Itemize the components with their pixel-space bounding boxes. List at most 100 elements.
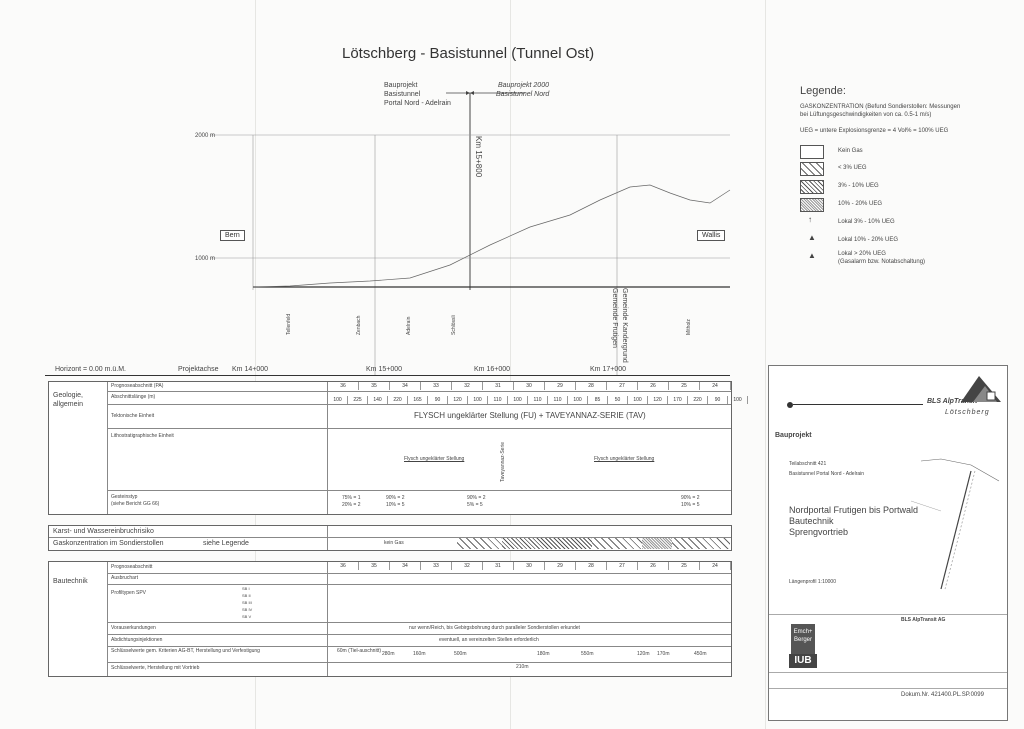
litho-value: Taveyannaz-Serie [500, 441, 506, 482]
bern-direction: Bern [220, 230, 245, 241]
row-label: Schlüsselwerte gem. Kriterien AG-BT, Her… [111, 648, 260, 654]
legend-item: Lokal 3% - 10% UEG [838, 219, 895, 225]
pa-cell: 36 [328, 562, 359, 570]
schluessel-value: 60m (Tiel-auschnitt) [337, 648, 381, 654]
fold-line [255, 0, 256, 729]
row-label: Ausbruchart [111, 575, 138, 581]
brand-name: BLS AlpTransit [927, 398, 978, 405]
schluessel-value: 120m [637, 651, 650, 657]
main-title-3: Sprengvortrieb [789, 527, 849, 537]
len-cell: 170 [668, 396, 688, 404]
overview-map [911, 458, 1000, 590]
teil-1: Teilabschnitt 421 [789, 461, 827, 467]
profiltyp: SB III [242, 600, 252, 605]
legend-item: (Gasalarm bzw. Notabschaltung) [838, 259, 926, 265]
len-cell: 110 [488, 396, 508, 404]
len-cell: 50 [608, 396, 628, 404]
legend-subtitle-2: bei Lüftungsgeschwindigkeiten von ca. 0.… [800, 112, 932, 118]
schluessel-value: 180m [537, 651, 550, 657]
vorerkundung-value: nur wenn/Reich, bis Gebirgsbohrung durch… [409, 625, 580, 631]
axis-line [45, 375, 730, 376]
brand-sub: Lötschberg [945, 409, 990, 416]
pa-cell: 30 [514, 562, 545, 570]
wallis-direction: Wallis [697, 230, 726, 241]
pa-cell: 29 [545, 382, 576, 390]
legend-item: 3% - 10% UEG [838, 183, 879, 189]
row-label: Schlüsselwerte, Herstellung mit Vortrieb [111, 665, 200, 671]
profiltyp: SB V [242, 614, 252, 619]
len-cell: 100 [728, 396, 748, 404]
geologie-title-1: Geologie, [53, 392, 83, 399]
len-cell: 220 [688, 396, 708, 404]
bauprojekt-label: Bauprojekt [775, 432, 812, 439]
gestein-value: 20% = 2 [342, 502, 361, 508]
gestein-value: 75% = 1 [342, 495, 361, 501]
karst-gas-table: Karst- und Wassereinbruchrisiko Gaskonze… [48, 525, 732, 551]
gestein-value: 10% = 5 [386, 502, 405, 508]
row-label: Prognoseabschnitt [111, 564, 153, 570]
row-label: Gesteinstyp [111, 494, 138, 500]
pa-cell: 36 [328, 382, 359, 390]
legend-item: Lokal > 20% UEG [838, 251, 886, 257]
len-cell: 85 [588, 396, 608, 404]
legend-ueg: UEG = untere Explosionsgrenze = 4 Vol% =… [800, 128, 949, 134]
litho-value: Flysch ungeklärter Stellung [594, 456, 655, 462]
row-label: Profiltypen SPV [111, 590, 147, 596]
pa-cell: 29 [545, 562, 576, 570]
triangle-icon: ▲ [808, 251, 816, 260]
longitudinal-profile [210, 91, 731, 375]
gestein-value: 90% = 2 [681, 495, 700, 501]
pa-cell: 35 [359, 562, 390, 570]
place-label: Schlössli [451, 315, 457, 335]
pa-cell: 26 [638, 562, 669, 570]
main-title-1: Nordportal Frutigen bis Portwald [789, 505, 919, 515]
gas-hatch [502, 538, 592, 549]
legend-subtitle-1: GASKONZENTRATION (Befund Sondierstollen:… [800, 104, 961, 110]
pa-cell: 31 [483, 562, 514, 570]
gas-hatch [672, 538, 730, 549]
laengenprofil-label: Längenprofil 1:10000 [789, 579, 836, 585]
geologie-title-2: allgemein [53, 401, 83, 408]
pa-cell: 24 [700, 562, 731, 570]
pa-cell: 25 [669, 562, 700, 570]
len-cell: 90 [428, 396, 448, 404]
pa-cell: 34 [390, 382, 421, 390]
header-right-1: Bauprojekt 2000 [498, 82, 549, 89]
legend-item: 10% - 20% UEG [838, 201, 883, 207]
pa-cell: 32 [452, 382, 483, 390]
legend-swatch-none [800, 145, 824, 159]
row-label: Prognoseabschnitt (PA) [111, 383, 164, 389]
len-cell: 140 [368, 396, 388, 404]
header-left-2: Basistunnel [384, 91, 421, 98]
len-cell: 100 [508, 396, 528, 404]
pa-cell: 32 [452, 562, 483, 570]
pa-cell: 35 [359, 382, 390, 390]
emch-berger-logo: Emch+Berger [791, 624, 815, 654]
gemeinde-frutigen: Gemeinde Frutigen [611, 288, 618, 348]
plan-number: Dokum.Nr. 421400.PL.SP.0099 [901, 692, 984, 698]
legend-item: Kein Gas [838, 148, 863, 154]
row-label: (siehe Bericht GG 66) [111, 501, 160, 507]
km-axis-label: Km 15+000 [366, 366, 402, 373]
gestein-value: 90% = 2 [467, 495, 486, 501]
schluessel-value: 280m [382, 651, 395, 657]
legend-swatch-10-20 [800, 198, 824, 212]
arrow-up-icon: ↑ [808, 215, 812, 224]
header-left-1: Bauprojekt [384, 82, 418, 89]
iub-logo: IUB [789, 654, 817, 668]
row-label: Tektonische Einheit [111, 413, 155, 419]
legend-title: Legende: [800, 85, 846, 97]
arrow-up-bold-icon: ▲ [808, 233, 816, 242]
bautechnik-title: Bautechnik [53, 578, 88, 585]
elev-2000: 2000 m [195, 133, 216, 139]
km-vertical-label: Km 15+800 [474, 136, 483, 178]
schluessel2-value: 210m [516, 664, 529, 670]
len-cell: 110 [528, 396, 548, 404]
gas-ref: siehe Legende [203, 540, 249, 547]
litho-value: Flysch ungeklärter Stellung [404, 456, 465, 462]
tektonik-value: FLYSCH ungeklärter Stellung (FU) + TAVEY… [414, 411, 646, 420]
len-cell: 100 [628, 396, 648, 404]
place-label: Zenbach [356, 315, 362, 335]
